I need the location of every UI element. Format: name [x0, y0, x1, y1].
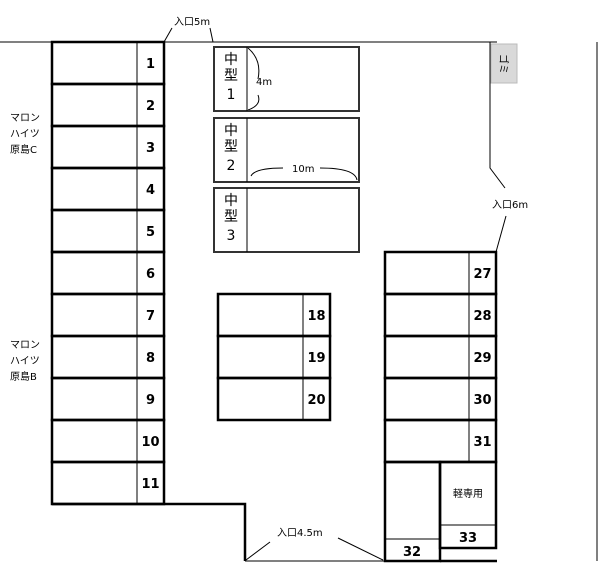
parking-space-11[interactable]: 11 [50, 460, 166, 506]
space-number: 2 [146, 99, 155, 114]
width-dimension-arc [247, 47, 260, 111]
entrance-top-mark [163, 27, 173, 43]
space-33-number: 33 [459, 531, 477, 546]
space-number: 9 [146, 393, 155, 408]
space-number: 18 [307, 309, 325, 324]
space-number: 2 [227, 158, 236, 174]
space-number: 11 [141, 477, 159, 492]
building-c-label: 原島C [10, 143, 37, 156]
parking-space-8[interactable]: 8 [50, 334, 166, 380]
parking-space-3[interactable]: 3 [50, 124, 166, 170]
parking-space-6[interactable]: 6 [50, 250, 166, 296]
parking-space-9[interactable]: 9 [50, 376, 166, 422]
space-kind: 型 [224, 209, 238, 225]
space-number: 3 [146, 141, 155, 156]
length-dimension-label: 10m [292, 164, 314, 175]
right-inner-wall [489, 42, 506, 189]
parking-space-29[interactable]: 29 [383, 334, 498, 380]
parking-space-18[interactable]: 18 [216, 292, 332, 338]
space-number: 28 [473, 309, 491, 324]
medium-space-3[interactable]: 中型 3 [213, 187, 360, 253]
space-number: 19 [307, 351, 325, 366]
kei-only-label: 軽専用 [453, 488, 483, 500]
medium-space-2[interactable]: 中型 2 [213, 117, 360, 183]
entrance-right-mark [495, 215, 507, 253]
parking-space-1[interactable]: 1 [50, 40, 166, 86]
space-number: 4 [146, 183, 155, 198]
entrance-top-label: 入口5m [174, 17, 210, 28]
space-number: 10 [141, 435, 159, 450]
parking-space-20[interactable]: 20 [216, 376, 332, 422]
space-outline [383, 418, 498, 464]
space-kind: 中 [224, 52, 238, 68]
garbage-area [490, 43, 518, 84]
building-c-label: マロン [10, 113, 40, 124]
entrance-right-label: 入口6m [492, 200, 528, 211]
entrance-bottom-mark [245, 541, 271, 561]
space-number: 27 [473, 267, 491, 282]
space-outline [216, 376, 332, 422]
building-b-label: 原島B [10, 370, 37, 383]
length-dimension-arc [250, 167, 358, 181]
lower-left-wall [52, 502, 247, 561]
parking-space-27[interactable]: 27 [383, 250, 498, 296]
building-c-label: ハイツ [10, 129, 40, 140]
space-outline [213, 46, 360, 112]
parking-space-7[interactable]: 7 [50, 292, 166, 338]
space-number: 1 [227, 87, 236, 103]
entrance-top-mark [209, 27, 214, 43]
space-number: 30 [473, 393, 491, 408]
medium-space-1[interactable]: 中型 1 [213, 46, 360, 112]
space-kind: 型 [224, 68, 238, 84]
parking-space-10[interactable]: 10 [50, 418, 166, 464]
building-b-label: ハイツ [10, 356, 40, 367]
space-number: 1 [146, 57, 155, 72]
parking-space-5[interactable]: 5 [50, 208, 166, 254]
space-32-number: 32 [403, 545, 421, 560]
space-number: 29 [473, 351, 491, 366]
space-kind: 型 [224, 139, 238, 155]
parking-space-28[interactable]: 28 [383, 292, 498, 338]
space-number: 31 [473, 435, 491, 450]
parking-space-31[interactable]: 31 [383, 418, 498, 464]
space-number: 3 [227, 228, 236, 244]
space-number: 7 [146, 309, 155, 324]
parking-space-2[interactable]: 2 [50, 82, 166, 128]
space-number: 5 [146, 225, 155, 240]
space-number: 20 [307, 393, 325, 408]
garbage-label: ゴミ [497, 54, 510, 74]
entrance-bottom-label: 入口4.5m [277, 528, 323, 539]
parking-space-4[interactable]: 4 [50, 166, 166, 212]
space-outline [50, 460, 166, 506]
parking-space-30[interactable]: 30 [383, 376, 498, 422]
space-kind: 中 [224, 193, 238, 209]
space-number: 6 [146, 267, 155, 282]
space-kind: 中 [224, 123, 238, 139]
space-outline [213, 117, 360, 183]
space-number: 8 [146, 351, 155, 366]
parking-space-19[interactable]: 19 [216, 334, 332, 380]
entrance-bottom-mark [337, 537, 384, 561]
width-dimension-label: 4m [256, 77, 272, 88]
space-outline [213, 187, 360, 253]
building-b-label: マロン [10, 340, 40, 351]
